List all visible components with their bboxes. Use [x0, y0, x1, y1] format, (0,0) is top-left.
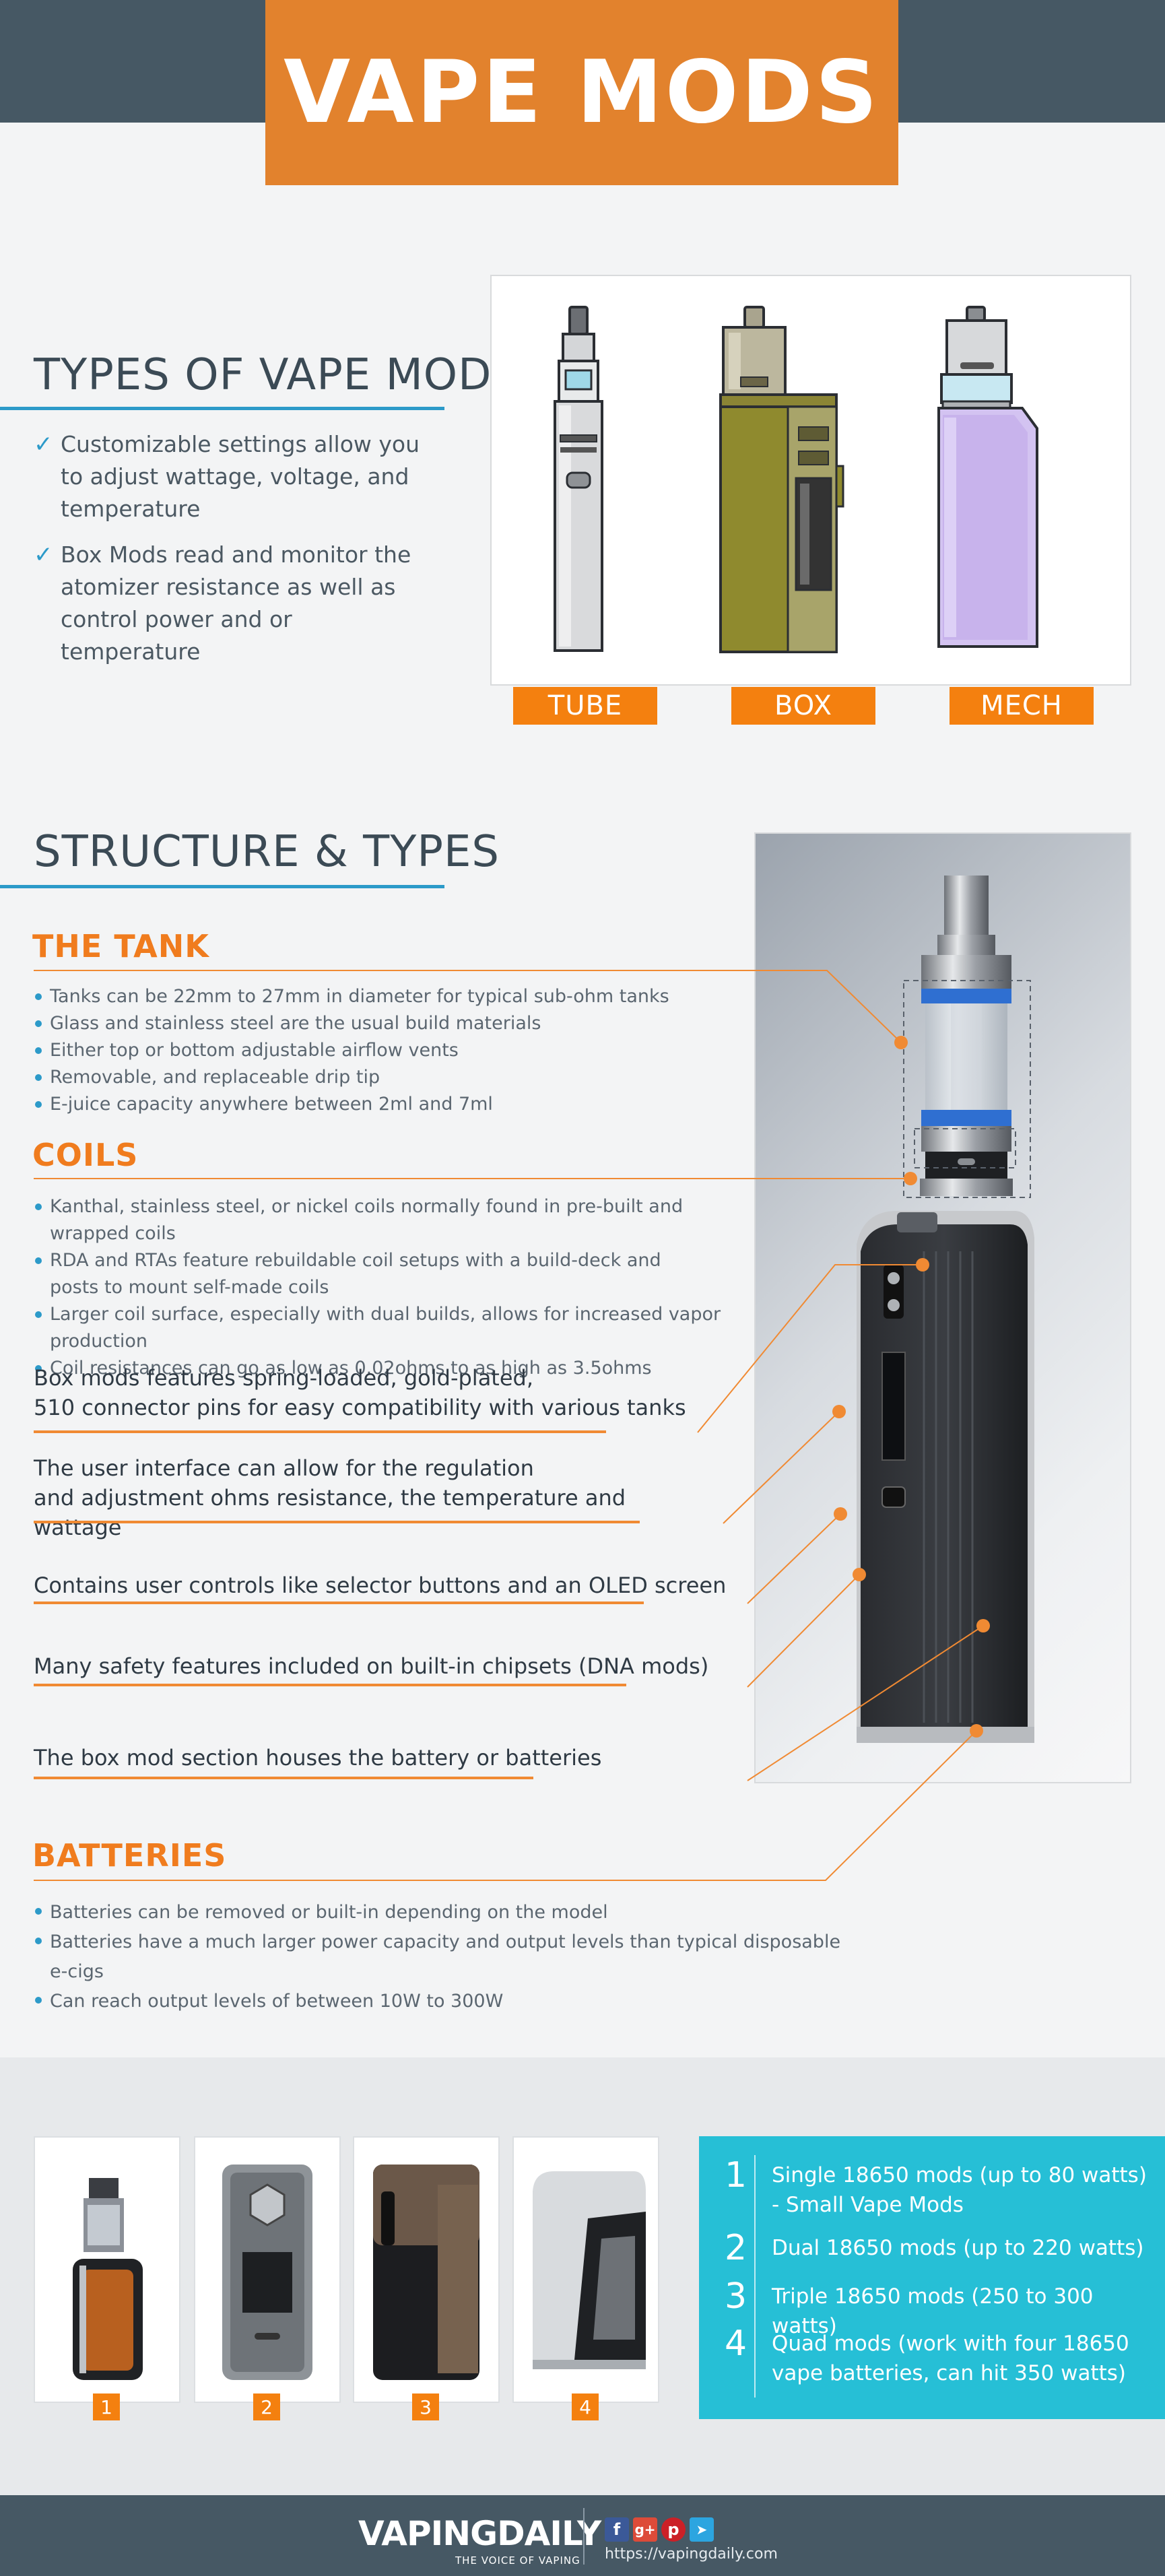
feature-underline [34, 1430, 606, 1433]
product-card-4 [512, 2136, 659, 2403]
list-number: 1 [725, 2155, 747, 2195]
type-label-mech: MECH [950, 687, 1094, 725]
bullet-item: Tanks can be 22mm to 27mm in diameter fo… [34, 983, 741, 1010]
types-point-text: Customizable settings allow you to adjus… [61, 431, 420, 522]
structure-heading-underline [0, 885, 444, 888]
feature-controls: Contains user controls like selector but… [34, 1573, 727, 1598]
telegram-icon[interactable]: ➤ [690, 2517, 714, 2542]
header-title-box: VAPE MODS [265, 0, 898, 185]
feature-user-interface: The user interface can allow for the reg… [34, 1453, 707, 1542]
list-text: Single 18650 mods (up to 80 watts) - Sma… [772, 2163, 1147, 2217]
feature-line: The user interface can allow for the reg… [34, 1455, 534, 1481]
product-number-4: 4 [572, 2393, 599, 2420]
product-image-2 [222, 2165, 312, 2380]
box-mod-icon [719, 306, 844, 653]
feature-line: and adjustment ohms resistance, the temp… [34, 1485, 626, 1540]
coils-title: COILS [32, 1137, 139, 1173]
product-card-1 [34, 2136, 180, 2403]
tank-title: THE TANK [32, 928, 209, 964]
feature-battery-section: The box mod section houses the battery o… [34, 1745, 602, 1771]
structure-heading: STRUCTURE & TYPES [34, 827, 500, 877]
types-point: ✓ Box Mods read and monitor the atomizer… [34, 539, 438, 668]
product-number-2: 2 [253, 2393, 280, 2420]
footer-divider [583, 2508, 585, 2565]
list-number: 4 [725, 2323, 747, 2364]
page-title: VAPE MODS [284, 42, 880, 143]
feature-line: Box mods features spring-loaded, gold-pl… [34, 1365, 534, 1391]
bullet-item: Batteries can be removed or built-in dep… [34, 1898, 842, 1927]
type-label-tube: TUBE [513, 687, 657, 725]
bullet-item: Either top or bottom adjustable airflow … [34, 1037, 741, 1064]
bullet-item: Kanthal, stainless steel, or nickel coil… [34, 1193, 747, 1247]
list-text: Triple 18650 mods (250 to 300 watts) [772, 2284, 1094, 2338]
product-image-3 [373, 2165, 479, 2380]
mod-types-svg [554, 306, 1038, 653]
bullet-item: RDA and RTAs feature rebuildable coil se… [34, 1247, 707, 1301]
feature-connector: Box mods features spring-loaded, gold-pl… [34, 1363, 707, 1422]
product-card-3 [353, 2136, 500, 2403]
box-mod-photo-svg [857, 876, 1034, 1743]
feature-underline [34, 1777, 533, 1779]
types-heading-underline [0, 407, 444, 410]
bullet-item: Can reach output levels of between 10W t… [34, 1987, 842, 2016]
google-plus-icon[interactable]: g+ [633, 2517, 657, 2542]
list-divider [754, 2155, 756, 2398]
type-label-box: BOX [731, 687, 875, 725]
types-point-text: Box Mods read and monitor the atomizer r… [61, 541, 411, 665]
footer [0, 2495, 1165, 2576]
check-icon: ✓ [34, 541, 53, 568]
box-mod-photo [754, 832, 1131, 1783]
types-heading: TYPES OF VAPE MODS [34, 350, 521, 400]
batteries-bullets: Batteries can be removed or built-in dep… [34, 1898, 842, 2016]
bullet-item: Glass and stainless steel are the usual … [34, 1010, 741, 1037]
vapingdaily-logo[interactable]: VAPINGDAILY [358, 2514, 601, 2553]
list-number: 3 [725, 2276, 747, 2317]
facebook-icon[interactable]: f [605, 2517, 629, 2542]
bullet-item: Larger coil surface, especially with dua… [34, 1301, 747, 1355]
product-image-4 [533, 2171, 646, 2369]
tank-bullets: Tanks can be 22mm to 27mm in diameter fo… [34, 983, 741, 1118]
bullet-item: Coil resistances can go as low as 0.02oh… [34, 1355, 747, 1382]
list-text: Dual 18650 mods (up to 220 watts) [772, 2236, 1144, 2260]
site-url-link[interactable]: https://vapingdaily.com [605, 2546, 778, 2563]
battery-count-list: 1 Single 18650 mods (up to 80 watts) - S… [699, 2136, 1165, 2419]
mech-mod-icon [937, 306, 1038, 648]
batteries-title: BATTERIES [32, 1837, 227, 1874]
feature-underline [34, 1521, 640, 1523]
types-point: ✓ Customizable settings allow you to adj… [34, 428, 438, 525]
feature-underline [34, 1684, 626, 1686]
list-number: 2 [725, 2228, 747, 2268]
tube-mod-icon [554, 306, 603, 652]
list-text: Quad mods (work with four 18650 vape bat… [772, 2332, 1129, 2385]
coils-bullets: Kanthal, stainless steel, or nickel coil… [34, 1193, 747, 1382]
mod-types-illustration [490, 275, 1131, 686]
feature-safety: Many safety features included on built-i… [34, 1653, 709, 1679]
product-number-3: 3 [412, 2393, 439, 2420]
feature-line: 510 connector pins for easy compatibilit… [34, 1395, 686, 1420]
product-number-1: 1 [93, 2393, 120, 2420]
bullet-item: Removable, and replaceable drip tip [34, 1064, 741, 1091]
product-card-2 [194, 2136, 341, 2403]
bullet-item: Batteries have a much larger power capac… [34, 1927, 842, 1987]
bullet-item: E-juice capacity anywhere between 2ml an… [34, 1091, 741, 1118]
product-image-1 [73, 2178, 143, 2380]
types-points: ✓ Customizable settings allow you to adj… [34, 428, 438, 682]
pinterest-icon[interactable]: p [661, 2517, 686, 2542]
logo-tagline: THE VOICE OF VAPING [455, 2554, 580, 2567]
feature-underline [34, 1601, 644, 1604]
check-icon: ✓ [34, 431, 53, 458]
